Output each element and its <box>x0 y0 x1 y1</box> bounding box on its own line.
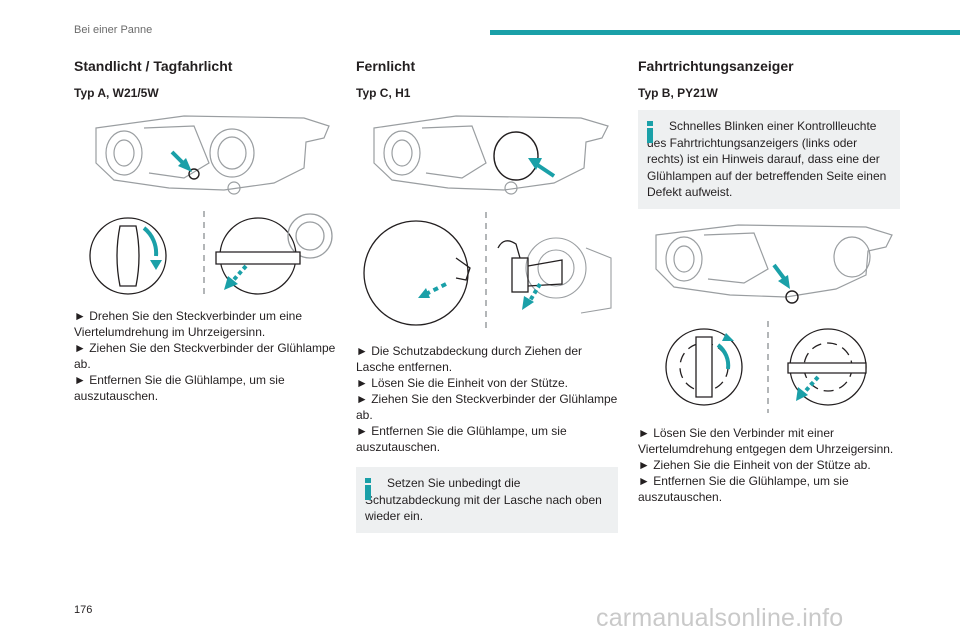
info-icon <box>647 121 653 143</box>
bulb-type-a: Typ A, W21/5W <box>74 86 159 100</box>
headlamp-illustration-a <box>89 115 333 296</box>
note-box: Schnelles Blinken einer Kontrollleuchte … <box>638 110 900 209</box>
step-4: ► Entfernen Sie die Glühlampe, um sie au… <box>356 424 567 454</box>
step-1: ► Drehen Sie den Steckverbinder um eine … <box>74 309 302 339</box>
note-box: Setzen Sie unbedingt die Schutzabdeckung… <box>356 467 618 533</box>
note-text: Schnelles Blinken einer Kontrollleuchte … <box>647 119 887 199</box>
step-1: ► Lösen Sie den Verbinder mit einer Vier… <box>638 425 894 456</box>
step-3: ► Entfernen Sie die Glühlampe, um sie au… <box>74 373 285 403</box>
section-header: Bei einer Panne <box>74 24 153 36</box>
section-title-fernlicht: Fernlicht <box>356 58 416 74</box>
step-3: ► Entfernen Sie die Glühlampe, um sie au… <box>638 473 849 504</box>
section-title-blinker: Fahrtrichtungsanzeiger <box>638 58 794 74</box>
headlamp-illustration-c <box>363 115 612 330</box>
header-accent-bar <box>490 30 960 35</box>
section-title-standlicht: Standlicht / Tagfahrlicht <box>74 58 233 74</box>
step-3: ► Ziehen Sie den Steckverbinder der Glüh… <box>356 392 618 422</box>
bulb-type-b: Typ B, PY21W <box>638 86 718 100</box>
step-1: ► Die Schutzabdeckung durch Ziehen der L… <box>356 344 583 374</box>
step-2: ► Ziehen Sie den Steckverbinder der Glüh… <box>74 341 336 371</box>
note-text: Setzen Sie unbedingt die Schutzabdeckung… <box>365 476 602 523</box>
column-fahrtrichtungsanzeiger: Fahrtrichtungsanzeiger Typ B, PY21W Schn… <box>638 58 900 505</box>
info-icon <box>365 478 371 500</box>
column-fernlicht: Fernlicht Typ C, H1 <box>356 58 618 533</box>
headlamp-illustration-b <box>655 223 893 413</box>
bulb-type-c: Typ C, H1 <box>356 86 411 100</box>
step-2: ► Lösen Sie die Einheit von der Stütze. <box>356 376 569 390</box>
watermark: carmanualsonline.info <box>596 604 844 632</box>
step-2: ► Ziehen Sie die Einheit von der Stütze … <box>638 457 871 472</box>
column-standlicht: Standlicht / Tagfahrlicht Typ A, W21/5W <box>74 58 336 404</box>
page-number: 176 <box>74 604 93 616</box>
